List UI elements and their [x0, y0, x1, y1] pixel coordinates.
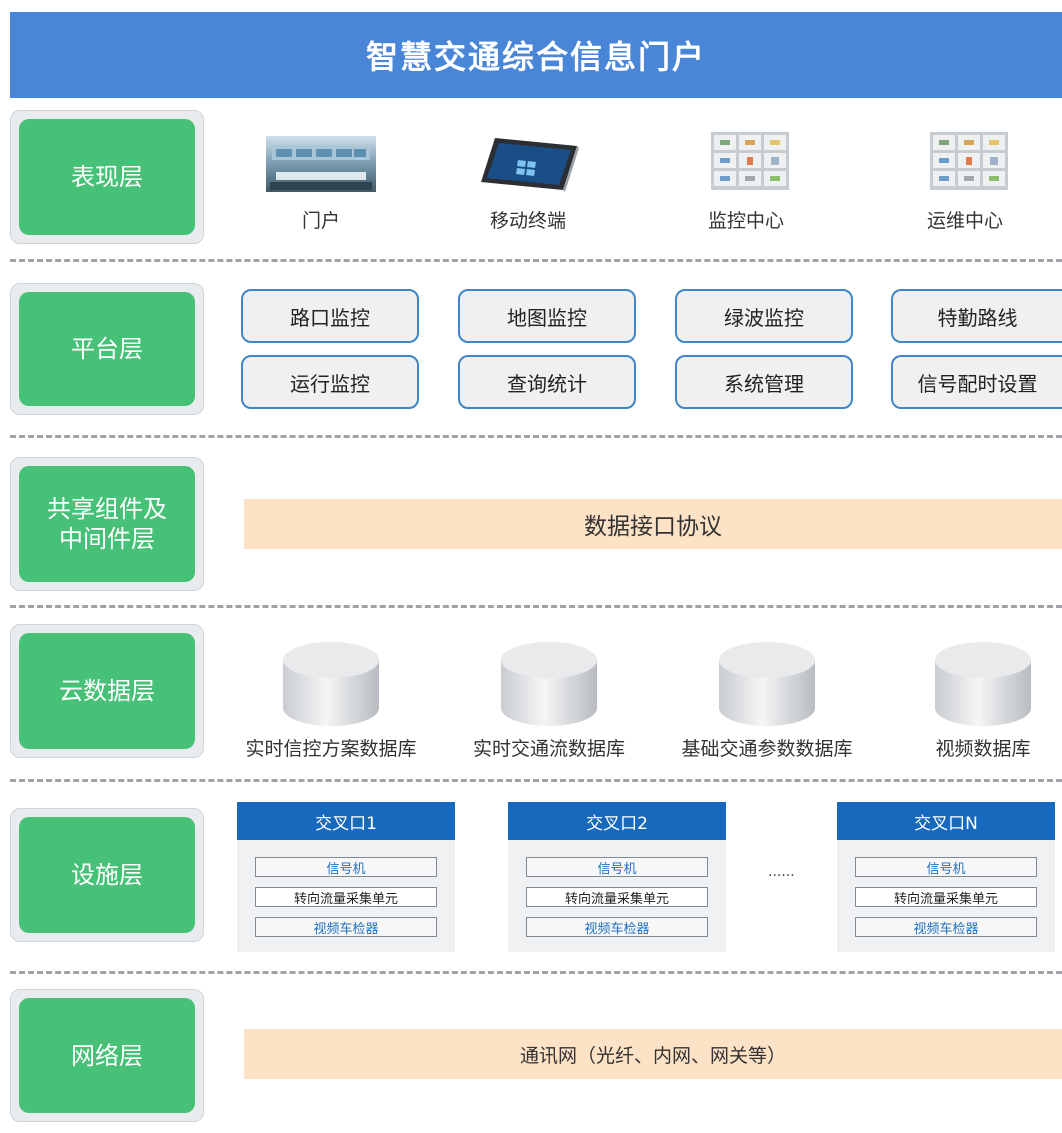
device-video-detector: 视频车检器: [255, 917, 437, 937]
database-basic-params: 基础交通参数数据库: [672, 638, 862, 761]
presentation-item-label: 监控中心: [707, 210, 784, 232]
device-video-detector: 视频车检器: [526, 917, 708, 937]
monitor-grid-icon: [930, 132, 1008, 190]
layer-network: 网络层: [10, 989, 204, 1122]
intersection-card-n: 交叉口N 信号机 转向流量采集单元 视频车检器: [837, 802, 1055, 952]
device-signal-controller: 信号机: [526, 857, 708, 877]
presentation-item-label: 门户: [301, 210, 340, 232]
database-label: 实时交通流数据库: [472, 738, 625, 760]
platform-btn-special-route[interactable]: 特勤路线: [891, 289, 1062, 343]
platform-btn-query-stats[interactable]: 查询统计: [458, 355, 636, 409]
device-signal-controller: 信号机: [855, 857, 1037, 877]
layer-shared: 共享组件及中间件层: [10, 457, 204, 591]
separator: [10, 259, 1062, 262]
database-icon: [719, 642, 815, 726]
separator: [10, 971, 1062, 974]
network-bar: 通讯网（光纤、内网、网关等）: [244, 1029, 1062, 1079]
database-icon: [283, 642, 379, 726]
device-flow-collector: 转向流量采集单元: [255, 887, 437, 907]
intersection-title: 交叉口1: [237, 802, 455, 840]
database-realtime-traffic: 实时交通流数据库: [454, 638, 644, 761]
layer-shared-label: 共享组件及中间件层: [19, 466, 195, 582]
presentation-item-monitor-center: 监控中心: [676, 132, 816, 233]
monitor-grid-icon: [711, 132, 789, 190]
layer-facility: 设施层: [10, 808, 204, 942]
layer-facility-label: 设施层: [19, 817, 195, 933]
presentation-item-label: 移动终端: [489, 210, 566, 232]
layer-cloud-label: 云数据层: [19, 633, 195, 749]
network-label: 通讯网（光纤、内网、网关等）: [519, 1044, 786, 1067]
intersection-card-1: 交叉口1 信号机 转向流量采集单元 视频车检器: [237, 802, 455, 952]
platform-btn-map-monitor[interactable]: 地图监控: [458, 289, 636, 343]
platform-btn-greenwave-monitor[interactable]: 绿波监控: [675, 289, 853, 343]
layer-platform-label: 平台层: [19, 292, 195, 406]
platform-btn-signal-timing[interactable]: 信号配时设置: [891, 355, 1062, 409]
page-title: 智慧交通综合信息门户: [365, 38, 706, 76]
platform-btn-system-admin[interactable]: 系统管理: [675, 355, 853, 409]
tablet-icon: [481, 138, 579, 192]
database-label: 基础交通参数数据库: [681, 738, 853, 760]
presentation-item-portal: 门户: [251, 136, 391, 233]
layer-presentation-label: 表现层: [19, 119, 195, 235]
database-icon: [935, 642, 1031, 726]
device-flow-collector: 转向流量采集单元: [526, 887, 708, 907]
intersection-title: 交叉口2: [508, 802, 726, 840]
layer-cloud: 云数据层: [10, 624, 204, 758]
data-interface-label: 数据接口协议: [584, 514, 722, 540]
device-signal-controller: 信号机: [255, 857, 437, 877]
layer-presentation: 表现层: [10, 110, 204, 244]
database-video: 视频数据库: [888, 638, 1062, 761]
separator: [10, 779, 1062, 782]
intersection-title: 交叉口N: [837, 802, 1055, 840]
ellipsis-text: ......: [768, 864, 795, 880]
database-label: 实时信控方案数据库: [245, 738, 417, 760]
control-room-image-icon: [266, 136, 376, 192]
platform-btn-intersection-monitor[interactable]: 路口监控: [241, 289, 419, 343]
title-bar: 智慧交通综合信息门户: [10, 12, 1062, 98]
intersection-card-2: 交叉口2 信号机 转向流量采集单元 视频车检器: [508, 802, 726, 952]
separator: [10, 605, 1062, 608]
database-icon: [501, 642, 597, 726]
presentation-item-ops-center: 运维中心: [895, 132, 1035, 233]
separator: [10, 435, 1062, 438]
database-label: 视频数据库: [935, 738, 1031, 760]
layer-platform: 平台层: [10, 283, 204, 415]
device-video-detector: 视频车检器: [855, 917, 1037, 937]
presentation-item-mobile: 移动终端: [458, 136, 598, 233]
device-flow-collector: 转向流量采集单元: [855, 887, 1037, 907]
data-interface-bar: 数据接口协议: [244, 499, 1062, 549]
layer-network-label: 网络层: [19, 998, 195, 1113]
presentation-item-label: 运维中心: [926, 210, 1003, 232]
database-realtime-signal: 实时信控方案数据库: [236, 638, 426, 761]
platform-btn-run-monitor[interactable]: 运行监控: [241, 355, 419, 409]
